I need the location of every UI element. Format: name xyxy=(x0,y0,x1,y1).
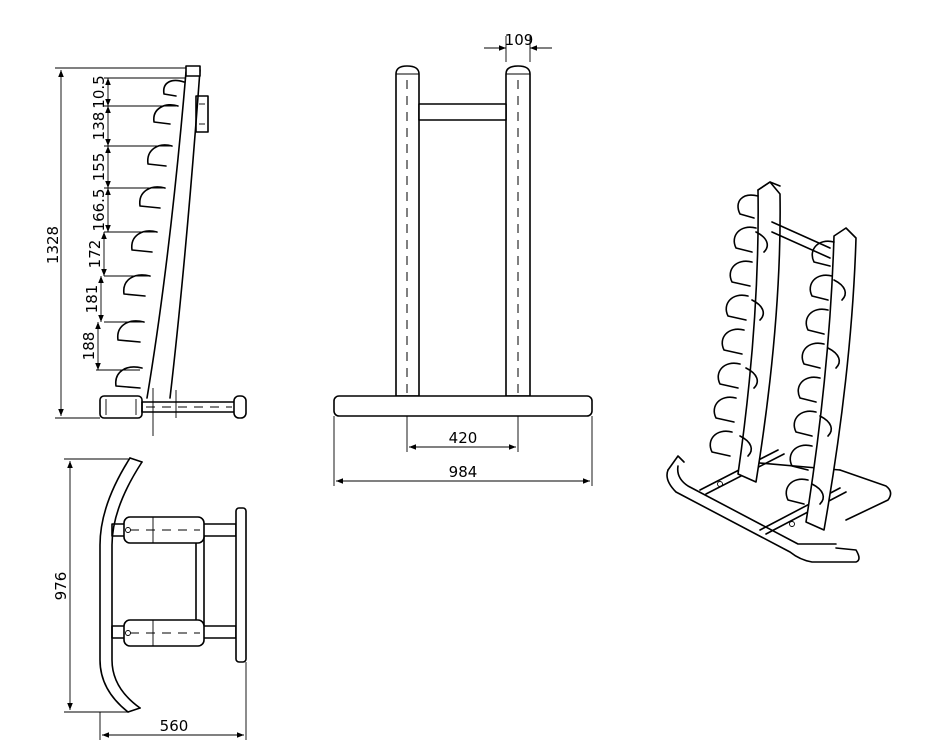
iso-left-hooks xyxy=(709,194,769,457)
dim-spacing-7: 188 xyxy=(80,332,98,361)
side-view: 1328 10.5 138 155 166.5 172 181 188 xyxy=(44,65,247,436)
dim-top-width: 560 xyxy=(160,717,189,735)
spacing-dimensions: 10.5 138 155 166.5 172 181 188 xyxy=(80,75,186,371)
side-hooks xyxy=(115,79,185,389)
dim-top-length: 976 xyxy=(52,572,70,601)
dim-front-tube: 109 xyxy=(505,31,534,49)
dim-spacing-4: 166.5 xyxy=(90,189,108,232)
top-view: 976 560 xyxy=(52,457,247,740)
iso-right-hooks xyxy=(785,240,847,505)
isometric-view xyxy=(666,181,892,563)
dim-front-spacing: 420 xyxy=(449,429,478,447)
front-view: 109 420 984 xyxy=(333,31,593,486)
dim-spacing-6: 181 xyxy=(83,285,101,314)
dim-spacing-1: 10.5 xyxy=(90,75,108,108)
dim-spacing-3: 155 xyxy=(90,153,108,182)
dim-total-height: 1328 xyxy=(44,226,62,264)
dim-front-base: 984 xyxy=(449,463,478,481)
dim-spacing-5: 172 xyxy=(86,240,104,269)
dim-spacing-2: 138 xyxy=(90,112,108,141)
